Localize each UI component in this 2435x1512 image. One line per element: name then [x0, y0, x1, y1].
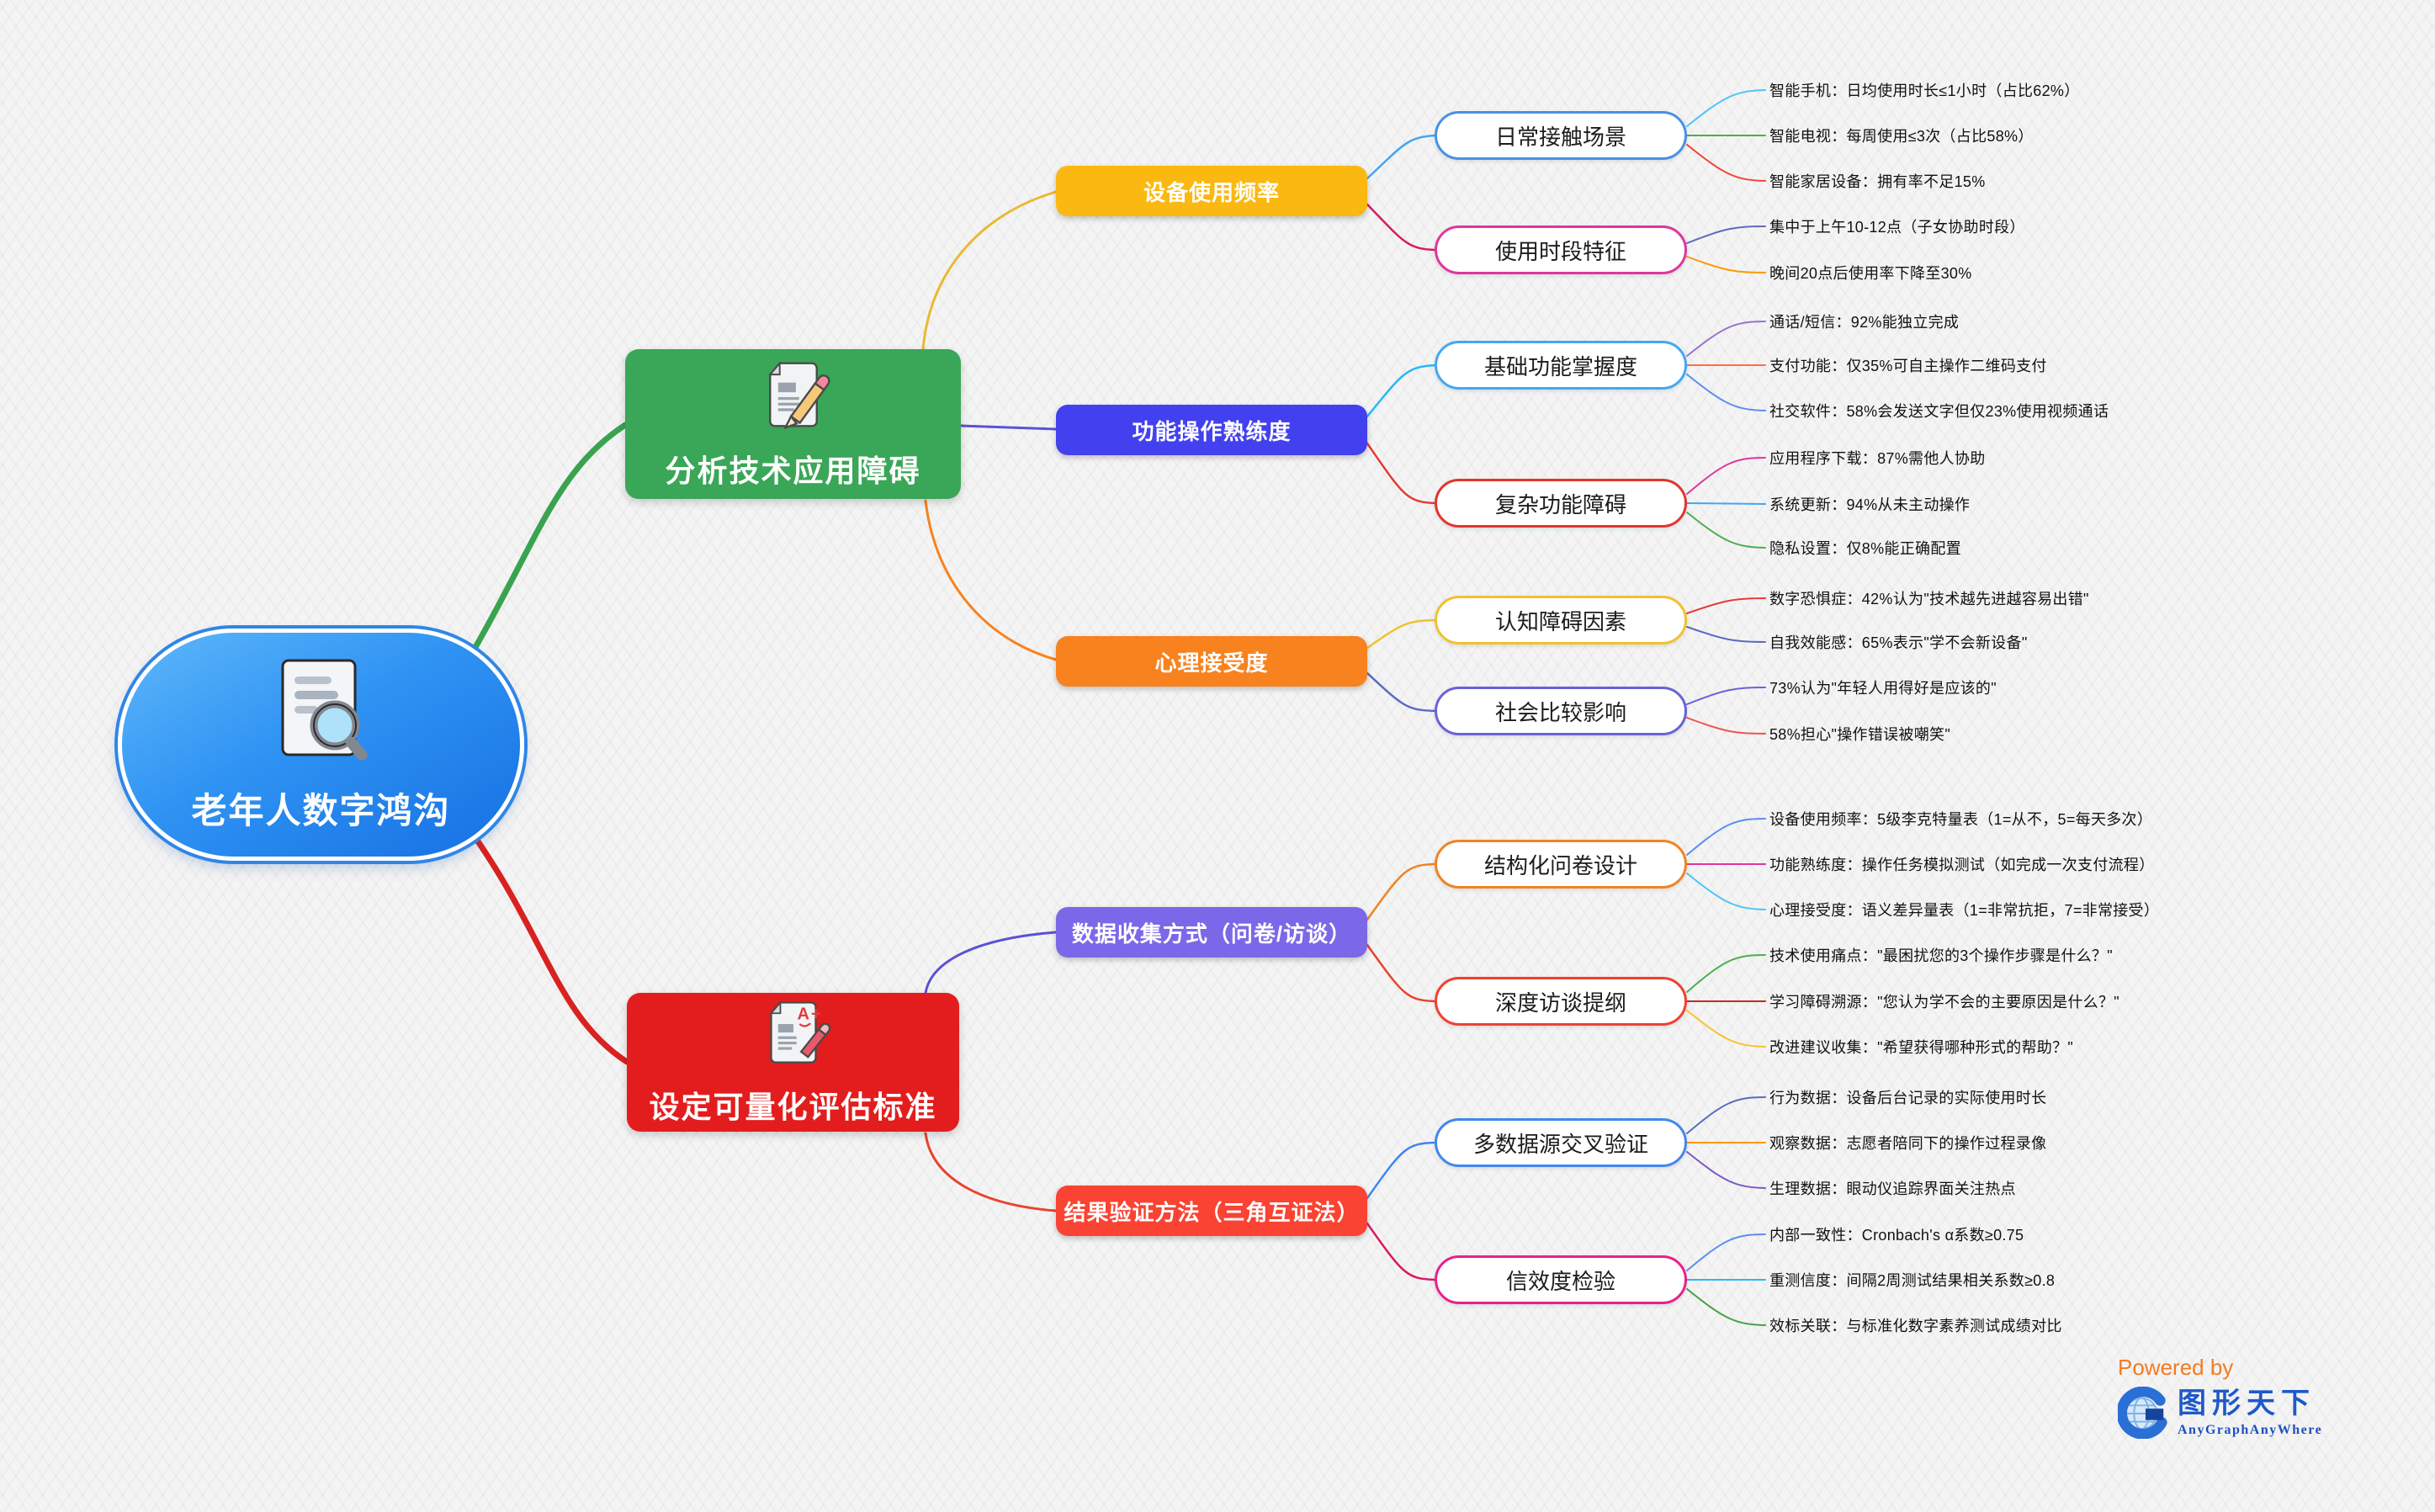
subtopic-usage-time-characteristics[interactable]: 使用时段特征 [1435, 225, 1687, 274]
subtopic-cognitive-barrier-factors[interactable]: 认知障碍因素 [1435, 596, 1687, 645]
leaf-node[interactable]: 数字恐惧症：42%认为"技术越先进越容易出错" [1769, 591, 2089, 607]
document-magnifier-icon [274, 656, 369, 776]
leaf-node[interactable]: 隐私设置：仅8%能正确配置 [1769, 540, 1961, 557]
topic-psychological-acceptance[interactable]: 心理接受度 [1056, 636, 1367, 687]
branch-label: 分析技术应用障碍 [665, 453, 921, 488]
root-branch-edges [468, 422, 630, 1065]
powered-by-label: Powered by [2118, 1355, 2234, 1380]
leaf-node[interactable]: 生理数据：眼动仪追踪界面关注热点 [1769, 1180, 2016, 1197]
root-node-elderly-digital-divide[interactable]: 老年人数字鸿沟 [118, 629, 524, 861]
brand-name: 图形天下 [2178, 1387, 2316, 1419]
leaf-node[interactable]: 晚间20点后使用率下降至30% [1769, 265, 1972, 282]
root-label: 老年人数字鸿沟 [191, 790, 451, 830]
leaf-node[interactable]: 58%担心"操作错误被嘲笑" [1769, 726, 1951, 743]
leaf-node[interactable]: 改进建议收集："希望获得哪种形式的帮助？" [1769, 1039, 2074, 1056]
leaf-node[interactable]: 功能熟练度：操作任务模拟测试（如完成一次支付流程） [1769, 857, 2155, 873]
subtopic-daily-contact-scenarios[interactable]: 日常接触场景 [1435, 111, 1687, 160]
leaf-node[interactable]: 设备使用频率：5级李克特量表（1=从不，5=每天多次） [1769, 811, 2153, 828]
brand-subtitle: AnyGraphAnyWhere [2178, 1423, 2323, 1438]
topic-operation-proficiency[interactable]: 功能操作熟练度 [1056, 405, 1367, 455]
leaf-node[interactable]: 技术使用痛点："最困扰您的3个操作步骤是什么？" [1769, 947, 2113, 964]
subtopic-reliability-validity-test[interactable]: 信效度检验 [1435, 1255, 1687, 1304]
leaf-node[interactable]: 重测信度：间隔2周测试结果相关系数≥0.8 [1769, 1272, 2056, 1289]
topic-subtopic-edges [1366, 134, 1437, 1281]
leaf-node[interactable]: 智能家居设备：拥有率不足15% [1769, 173, 1986, 190]
branch-label: 设定可量化评估标准 [649, 1090, 937, 1124]
leaf-node[interactable]: 支付功能：仅35%可自主操作二维码支付 [1769, 358, 2047, 374]
topic-device-usage-frequency[interactable]: 设备使用频率 [1056, 166, 1367, 216]
subtopic-leaf-edges [1686, 89, 1766, 1326]
leaf-node[interactable]: 社交软件：58%会发送文字但仅23%使用视频通话 [1769, 403, 2109, 420]
leaf-node[interactable]: 心理接受度：语义差异量表（1=非常抗拒，7=非常接受） [1769, 902, 2160, 919]
leaf-node[interactable]: 智能手机：日均使用时长≤1小时（占比62%） [1769, 82, 2080, 99]
subtopic-social-comparison-influence[interactable]: 社会比较影响 [1435, 687, 1687, 735]
leaf-node[interactable]: 效标关联：与标准化数字素养测试成绩对比 [1769, 1318, 2062, 1334]
leaf-node[interactable]: 自我效能感：65%表示"学不会新设备" [1769, 634, 2028, 651]
brand-logo-block[interactable]: 图形天下 AnyGraphAnyWhere [2116, 1386, 2323, 1443]
leaf-node[interactable]: 智能电视：每周使用≤3次（占比58%） [1769, 128, 2034, 145]
memo-pencil-icon [753, 358, 834, 440]
leaf-node[interactable]: 73%认为"年轻人用得好是应该的" [1769, 680, 1997, 697]
leaf-node[interactable]: 内部一致性：Cronbach's α系数≥0.75 [1769, 1227, 2024, 1244]
leaf-node[interactable]: 通话/短信：92%能独立完成 [1769, 314, 1960, 331]
branch-node-analyze-tech-barriers[interactable]: 分析技术应用障碍 [625, 349, 961, 499]
leaf-node[interactable]: 观察数据：志愿者陪同下的操作过程录像 [1769, 1135, 2047, 1152]
anygraph-globe-logo-icon [2116, 1386, 2170, 1443]
topic-data-collection-method[interactable]: 数据收集方式（问卷/访谈） [1056, 907, 1367, 958]
leaf-node[interactable]: 集中于上午10-12点（子女协助时段） [1769, 219, 2025, 236]
leaf-node[interactable]: 学习障碍溯源："您认为学不会的主要原因是什么？" [1769, 994, 2119, 1011]
svg-text:A+: A+ [797, 1005, 822, 1024]
leaf-node[interactable]: 系统更新：94%从未主动操作 [1769, 496, 1971, 513]
subtopic-in-depth-interview-outline[interactable]: 深度访谈提纲 [1435, 977, 1687, 1026]
subtopic-basic-function-mastery[interactable]: 基础功能掌握度 [1435, 341, 1687, 390]
subtopic-structured-questionnaire-design[interactable]: 结构化问卷设计 [1435, 840, 1687, 889]
subtopic-complex-function-obstacles[interactable]: 复杂功能障碍 [1435, 479, 1687, 528]
branch-node-set-quantifiable-criteria[interactable]: A+ 设定可量化评估标准 [627, 993, 959, 1132]
branch-topic-edges [921, 190, 1058, 1212]
leaf-node[interactable]: 行为数据：设备后台记录的实际使用时长 [1769, 1090, 2047, 1106]
graded-paper-pen-icon: A+ [755, 998, 832, 1076]
subtopic-multi-source-cross-validation[interactable]: 多数据源交叉验证 [1435, 1118, 1687, 1167]
topic-result-validation-method[interactable]: 结果验证方法（三角互证法） [1056, 1186, 1367, 1236]
leaf-node[interactable]: 应用程序下载：87%需他人协助 [1769, 450, 1986, 467]
